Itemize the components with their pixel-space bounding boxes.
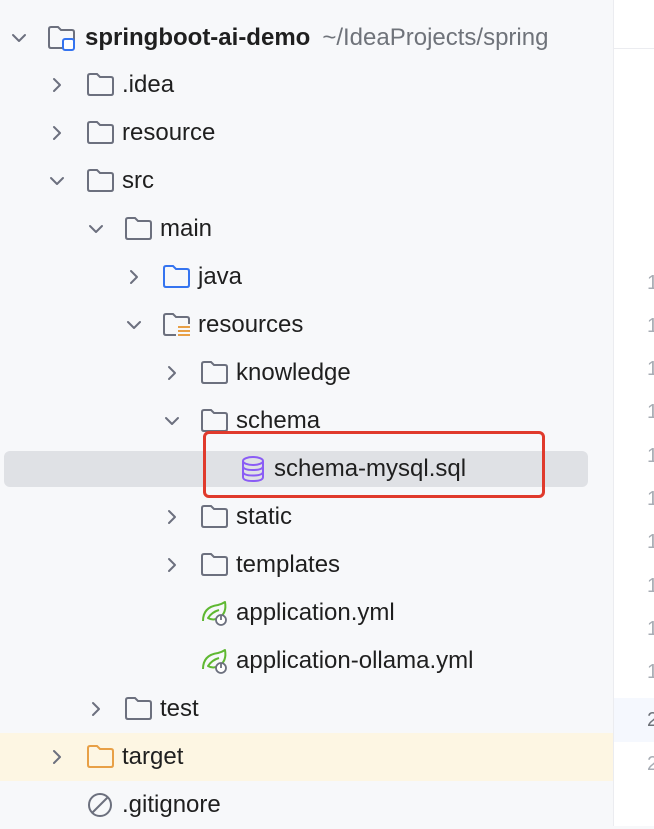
chevron-down-icon[interactable] (124, 315, 144, 335)
project-tree: springboot-ai-demo~/IdeaProjects/spring … (0, 14, 613, 829)
tree-row-templates[interactable]: templates (0, 541, 613, 589)
chevron-right-icon[interactable] (47, 747, 67, 767)
chevron-down-icon[interactable] (9, 28, 29, 48)
tree-label: schema (236, 407, 321, 434)
line-number: 1 (647, 401, 654, 423)
line-number: 1 (647, 272, 654, 294)
tree-label: application.yml (236, 599, 395, 626)
tree-label: .gitignore (122, 791, 221, 818)
tree-label: .idea (122, 71, 175, 98)
source-folder-icon (162, 263, 192, 291)
tree-row-application-yml[interactable]: application.yml (0, 589, 613, 637)
line-number: 2 (647, 709, 654, 731)
chevron-down-icon[interactable] (86, 219, 106, 239)
tree-row-main[interactable]: main (0, 205, 613, 253)
folder-icon (86, 167, 116, 195)
tree-label: java (198, 263, 243, 290)
tree-row-gitignore[interactable]: .gitignore (0, 781, 613, 829)
folder-icon (200, 359, 230, 387)
chevron-right-icon[interactable] (162, 363, 182, 383)
tree-row-schema[interactable]: schema (0, 397, 613, 445)
folder-icon (86, 71, 116, 99)
tree-row-static[interactable]: static (0, 493, 613, 541)
project-name: springboot-ai-demo~/IdeaProjects/spring (85, 24, 549, 51)
tree-label: static (236, 503, 293, 530)
line-number: 1 (647, 575, 654, 597)
tree-row-resources[interactable]: resources (0, 301, 613, 349)
module-folder-icon (47, 24, 77, 52)
ignored-file-icon (86, 791, 116, 819)
line-number: 1 (647, 445, 654, 467)
tree-label: target (122, 743, 184, 770)
current-line-highlight (614, 698, 654, 742)
folder-icon (200, 407, 230, 435)
tree-label: main (160, 215, 213, 242)
chevron-right-icon[interactable] (47, 123, 67, 143)
editor-tab-bar (614, 0, 654, 49)
tree-row-resource[interactable]: resource (0, 109, 613, 157)
tree-label: src (122, 167, 154, 194)
folder-icon (124, 215, 154, 243)
chevron-right-icon[interactable] (162, 507, 182, 527)
line-number: 1 (647, 661, 654, 683)
folder-icon (124, 695, 154, 723)
line-number: 1 (647, 488, 654, 510)
line-number: 2 (647, 753, 654, 775)
tree-label: knowledge (236, 359, 351, 386)
tree-label: application-ollama.yml (236, 647, 474, 674)
spring-config-icon (200, 647, 230, 675)
folder-icon (200, 551, 230, 579)
chevron-down-icon[interactable] (47, 171, 67, 191)
tree-row-application-ollama-yml[interactable]: application-ollama.yml (0, 637, 613, 685)
tree-label: test (160, 695, 199, 722)
chevron-right-icon[interactable] (124, 267, 144, 287)
excluded-folder-icon (86, 743, 116, 771)
line-number: 1 (647, 531, 654, 553)
folder-icon (86, 119, 116, 147)
tree-label: schema-mysql.sql (274, 455, 467, 482)
tree-row-project-root[interactable]: springboot-ai-demo~/IdeaProjects/spring (0, 14, 613, 62)
tree-row-test[interactable]: test (0, 685, 613, 733)
tree-row-idea[interactable]: .idea (0, 61, 613, 109)
tree-row-target[interactable]: target (0, 733, 613, 781)
line-number: 1 (647, 358, 654, 380)
tree-row-schema-mysql-sql[interactable]: schema-mysql.sql (0, 445, 613, 493)
chevron-down-icon[interactable] (162, 411, 182, 431)
tree-label: templates (236, 551, 341, 578)
project-path: ~/IdeaProjects/spring (322, 24, 549, 51)
database-icon (238, 455, 268, 483)
tree-label: resources (198, 311, 304, 338)
tree-row-java[interactable]: java (0, 253, 613, 301)
resources-folder-icon (162, 311, 192, 339)
chevron-right-icon[interactable] (47, 75, 67, 95)
editor-gutter: 1 1 1 1 1 1 1 1 1 1 2 2 (613, 0, 654, 826)
tree-label: resource (122, 119, 216, 146)
line-number: 1 (647, 618, 654, 640)
spring-config-icon (200, 599, 230, 627)
selection-highlight (4, 451, 588, 487)
tree-row-src[interactable]: src (0, 157, 613, 205)
line-number: 1 (647, 315, 654, 337)
chevron-right-icon[interactable] (86, 699, 106, 719)
annotation-highlight-box (203, 431, 545, 498)
chevron-right-icon[interactable] (162, 555, 182, 575)
folder-icon (200, 503, 230, 531)
tree-row-knowledge[interactable]: knowledge (0, 349, 613, 397)
